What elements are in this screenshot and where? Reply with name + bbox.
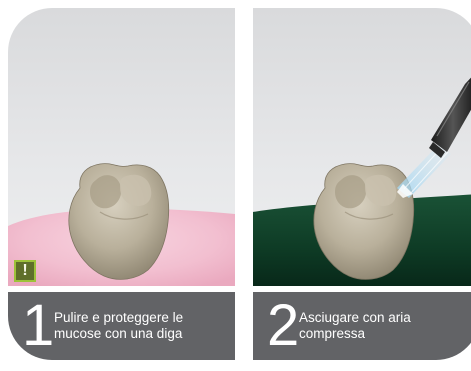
step-2-scene bbox=[253, 77, 471, 286]
step-number: 2 bbox=[267, 293, 300, 358]
tooth bbox=[68, 163, 170, 280]
air-jet bbox=[397, 144, 451, 198]
warning-badge-icon: ! bbox=[14, 260, 36, 282]
step-number: 1 bbox=[22, 293, 55, 358]
step-description: Asciugare con aria compressa bbox=[299, 310, 411, 341]
step-1-scene bbox=[8, 163, 235, 286]
step-1-caption: 1 Pulire e proteggere le mucose con una … bbox=[8, 292, 235, 360]
step-1-illustration: ! bbox=[8, 8, 235, 286]
step-2-caption: 2 Asciugare con aria compressa bbox=[253, 292, 471, 360]
step-2-illustration bbox=[253, 8, 471, 286]
air-syringe-icon bbox=[429, 77, 471, 158]
tooth bbox=[313, 163, 415, 280]
step-description: Pulire e proteggere le mucose con una di… bbox=[54, 310, 184, 341]
